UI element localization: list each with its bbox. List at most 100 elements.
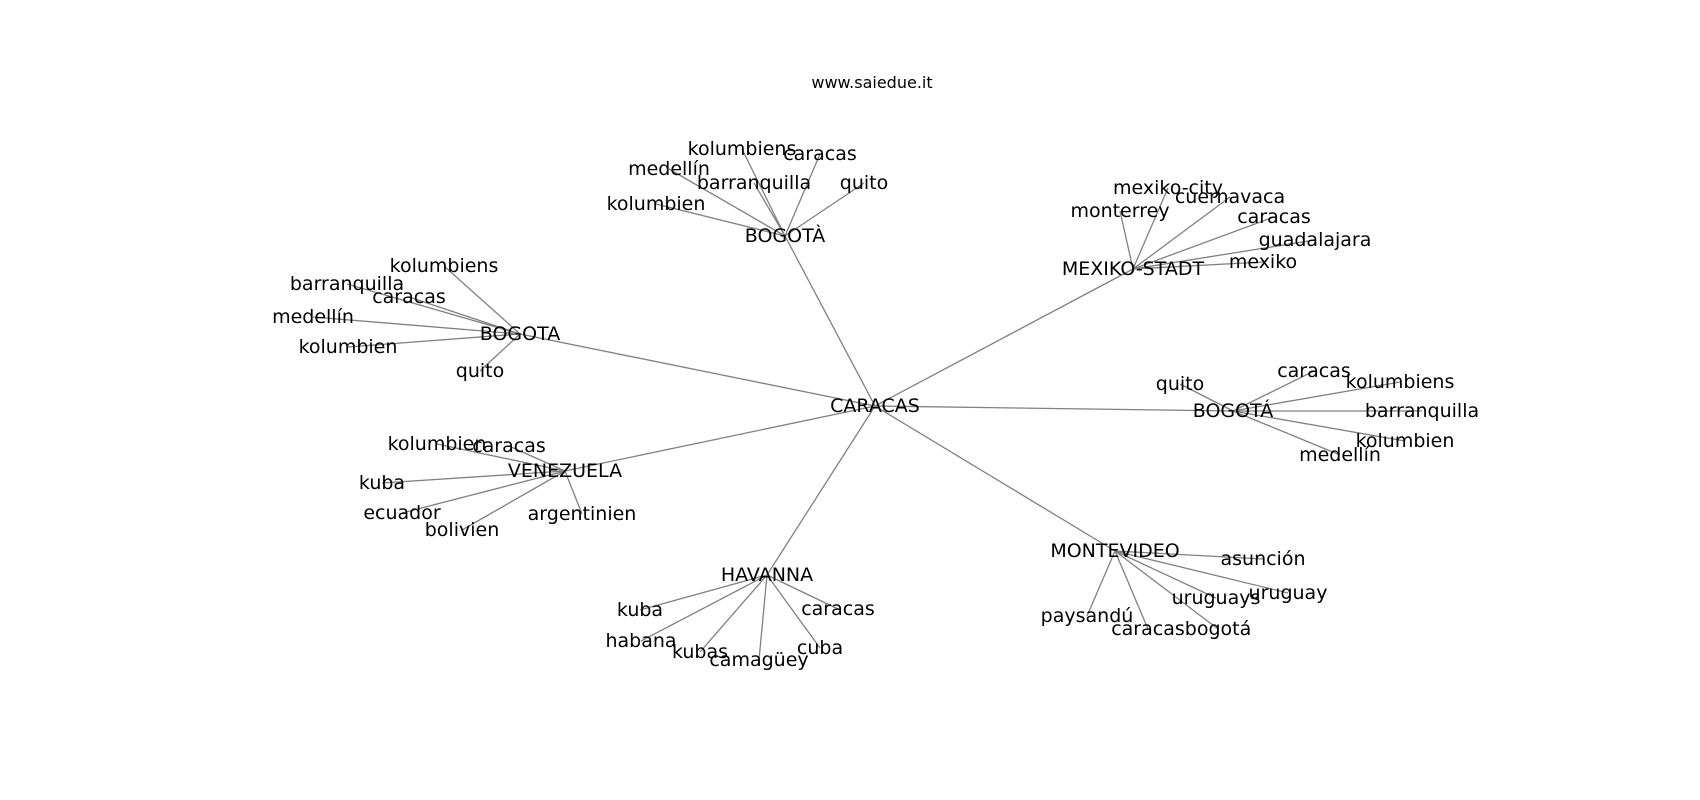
- edge-root-bogota: [874, 405, 1234, 412]
- edge-bogota-kolumbiens: [741, 148, 786, 237]
- edge-havanna-caracas: [766, 574, 839, 610]
- edge-venezuela-bolivien: [461, 470, 566, 531]
- edge-root-venezuela: [564, 405, 876, 472]
- node-leaf-caracas: caracas: [801, 598, 875, 620]
- edge-bogota-medellin: [312, 316, 521, 335]
- node-leaf-caracas: caracas: [783, 143, 857, 165]
- node-leaf-medellin: medellín: [272, 306, 354, 328]
- edge-venezuela-kolumbien: [436, 443, 566, 472]
- node-leaf-bogota: bogotá: [1185, 618, 1251, 640]
- edge-montevideo-uruguays: [1114, 550, 1217, 599]
- node-leaf-kolumbien: kolumbien: [1356, 430, 1455, 452]
- node-leaf-barranquilla: barranquilla: [290, 273, 404, 295]
- edge-havanna-cuba: [766, 574, 821, 649]
- node-leaf-uruguays: uruguays: [1172, 587, 1261, 609]
- node-leaf-barranquilla: barranquilla: [697, 172, 811, 194]
- edge-mexiko-stadt-guadalajara: [1132, 239, 1316, 270]
- edge-root-mexiko-stadt: [874, 268, 1134, 407]
- edge-havanna-kubas: [699, 574, 768, 653]
- node-hub-bogota: BOGOTÁ: [1193, 399, 1273, 422]
- edge-montevideo-bogota: [1114, 550, 1219, 630]
- edge-root-bogota: [784, 235, 876, 407]
- edge-mexiko-stadt-caracas: [1132, 216, 1275, 270]
- edge-bogota-medellin: [1232, 410, 1341, 456]
- edge-mexiko-stadt-mexiko: [1132, 261, 1264, 270]
- node-hub-bogota: BOGOTA: [480, 323, 560, 345]
- node-hub-havanna: HAVANNA: [721, 564, 813, 586]
- edge-venezuela-kuba: [381, 470, 566, 484]
- node-leaf-uruguay: uruguay: [1249, 582, 1328, 604]
- node-hub-mexiko-stadt: MEXIKO-STADT: [1062, 258, 1205, 280]
- edge-bogota-caracas: [408, 296, 521, 335]
- node-leaf-quito: quito: [1156, 373, 1204, 395]
- node-leaf-guadalajara: guadalajara: [1259, 229, 1372, 251]
- edge-mexiko-stadt-cuernavaca: [1132, 196, 1231, 270]
- node-leaf-quito: quito: [456, 360, 504, 382]
- node-leaf-bolivien: bolivien: [425, 519, 500, 541]
- edge-montevideo-uruguay: [1114, 550, 1289, 594]
- node-leaf-kolumbiens: kolumbiens: [390, 255, 499, 277]
- edge-havanna-kuba: [639, 574, 768, 611]
- edge-havanna-habana: [640, 574, 768, 642]
- edge-bogota-quito: [784, 182, 865, 237]
- node-leaf-medellin: medellín: [628, 158, 710, 180]
- node-leaf-caracas: caracas: [1237, 206, 1311, 228]
- node-leaf-cuernavaca: cuernavaca: [1175, 186, 1285, 208]
- edge-bogota-barranquilla: [753, 182, 786, 237]
- node-leaf-camaguey: camagüey: [709, 649, 808, 671]
- node-leaf-caracas: caracas: [372, 286, 446, 308]
- edge-mexiko-stadt-monterrey: [1119, 210, 1134, 270]
- edge-venezuela-ecuador: [401, 470, 566, 514]
- edge-bogota-kolumbiens: [1232, 381, 1401, 412]
- node-leaf-kolumbien: kolumbien: [388, 433, 487, 455]
- node-leaf-asuncion: asunción: [1220, 548, 1305, 570]
- edge-root-bogota: [519, 333, 876, 407]
- edge-root-havanna: [766, 405, 876, 576]
- edges-layer: [312, 148, 1422, 661]
- labels-layer: CARACASBOGOTÀkolumbienscaracasmedellínba…: [272, 138, 1479, 671]
- edge-montevideo-paysandu: [1086, 550, 1116, 617]
- edge-havanna-camaguey: [758, 574, 768, 661]
- node-leaf-caracas: caracas: [1277, 360, 1351, 382]
- node-leaf-mexiko: mexiko: [1229, 251, 1297, 273]
- node-leaf-medellin: medellín: [1299, 444, 1381, 466]
- node-leaf-kolumbiens: kolumbiens: [688, 138, 797, 160]
- edge-bogota-kolumbien: [1232, 410, 1406, 442]
- edge-mexiko-stadt-mexiko-city: [1132, 187, 1169, 270]
- edge-bogota-caracas: [784, 153, 821, 237]
- node-leaf-mexiko-city: mexiko-city: [1113, 177, 1223, 199]
- node-leaf-kolumbiens: kolumbiens: [1346, 371, 1455, 393]
- node-leaf-quito: quito: [840, 172, 888, 194]
- node-leaf-kolumbien: kolumbien: [607, 193, 706, 215]
- edge-root-montevideo: [874, 405, 1116, 552]
- node-leaf-ecuador: ecuador: [363, 502, 441, 524]
- node-leaf-caracas: caracas: [1111, 618, 1185, 640]
- node-leaf-kuba: kuba: [617, 599, 663, 621]
- edge-montevideo-caracas: [1114, 550, 1149, 630]
- edge-venezuela-argentinien: [564, 470, 583, 515]
- node-leaf-kolumbien: kolumbien: [299, 336, 398, 358]
- edge-bogota-kolumbien: [655, 203, 786, 237]
- node-leaf-habana: habana: [605, 630, 676, 652]
- node-hub-montevideo: MONTEVIDEO: [1050, 540, 1179, 562]
- edge-bogota-kolumbien: [347, 333, 521, 348]
- edge-bogota-caracas: [1232, 370, 1315, 412]
- node-leaf-barranquilla: barranquilla: [1365, 400, 1479, 422]
- node-leaf-argentinien: argentinien: [528, 503, 637, 525]
- node-leaf-kubas: kubas: [672, 641, 728, 663]
- edge-bogota-medellin: [668, 168, 786, 237]
- edge-bogota-barranquilla: [346, 283, 521, 335]
- node-leaf-monterrey: monterrey: [1070, 200, 1169, 222]
- edge-bogota-quito: [479, 333, 521, 372]
- node-leaf-caracas: caracas: [472, 435, 546, 457]
- edge-bogota-kolumbiens: [443, 265, 521, 335]
- node-root-caracas: CARACAS: [830, 395, 920, 417]
- edge-montevideo-asuncion: [1114, 550, 1264, 560]
- node-leaf-cuba: cuba: [797, 637, 843, 659]
- node-leaf-paysandu: paysandú: [1041, 605, 1134, 627]
- node-hub-bogota: BOGOTÀ: [745, 224, 825, 247]
- node-hub-venezuela: VENEZUELA: [508, 460, 622, 482]
- graph-title: www.saiedue.it: [811, 73, 932, 92]
- edge-venezuela-caracas: [508, 445, 566, 472]
